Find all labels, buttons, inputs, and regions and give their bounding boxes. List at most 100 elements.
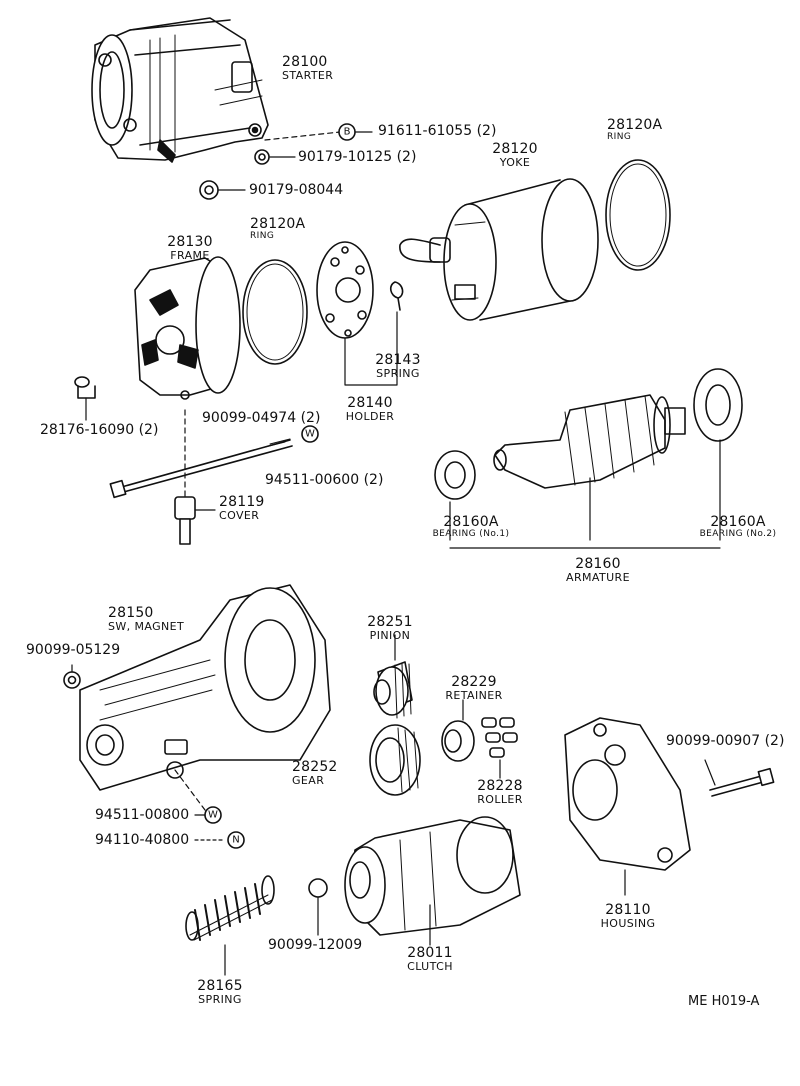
nut-90179-08044-drawing [199,180,219,200]
part-label-bearing-1: 28160A BEARING (No.1) [425,515,517,539]
part-label-pinion: 28251 PINION [360,615,420,641]
part-label-ring-frame: 28120A RING [250,217,305,241]
part-number: 28229 [451,674,497,690]
part-label-sw-magnet: 28150 SW, MAGNET [108,606,184,632]
starter-assembly-drawing [91,17,269,163]
part-name: COVER [219,508,260,522]
roller-drawing [481,717,518,758]
armature-drawing [493,394,686,489]
part-number: 28120A [607,117,663,133]
hardware-code-91611-61055: 91611-61055 (2) [378,123,497,139]
part-name: SPRING [376,366,420,380]
screw-28176-drawing [74,376,96,421]
part-number: 28150 [108,605,154,621]
part-number: 28011 [407,945,453,961]
part-number: 28160A [443,514,499,530]
cover-drawing [174,496,216,545]
hardware-code-94511-00800: 94511-00800 [95,807,190,823]
part-name: PINION [369,628,411,642]
hardware-code-90099-00907: 90099-00907 (2) [666,733,785,749]
marker-b-text: B [344,127,351,138]
frame-drawing [134,256,241,400]
bolt-90099-00907-drawing [709,774,768,797]
marker-w-icon [301,425,319,443]
part-label-bearing-2: 28160A BEARING (No.2) [692,515,784,539]
part-label-clutch: 28011 CLUTCH [400,946,460,972]
hardware-code-94511-00600: 94511-00600 (2) [265,472,384,488]
part-number: 28130 [167,234,213,250]
part-label-roller: 28228 ROLLER [470,779,530,805]
hardware-code-90099-05129: 90099-05129 [26,642,121,658]
nut-90179-10125-drawing [254,149,270,165]
marker-w-text: W [305,429,315,440]
housing-drawing [564,717,691,871]
part-name: SPRING [198,992,242,1006]
hardware-code-90179-10125: 90179-10125 (2) [298,149,417,165]
part-label-armature: 28160 ARMATURE [558,557,638,583]
part-name: STARTER [282,68,334,82]
part-number: 28110 [605,902,651,918]
sw-magnet-drawing [79,584,331,811]
clutch-drawing [344,816,521,936]
part-name: HOLDER [345,409,395,423]
part-number: 28252 [292,759,338,775]
marker-w-text: W [208,810,218,821]
marker-w-icon [204,806,222,824]
hardware-code-90099-04974: 90099-04974 (2) [202,410,321,426]
marker-n-icon [227,831,245,849]
part-number: 28251 [367,614,413,630]
bearing-1-drawing [434,450,476,500]
ball-90099-12009-drawing [308,878,328,898]
retainer-drawing [441,720,475,762]
part-number: 28140 [347,395,393,411]
part-name: ROLLER [477,792,523,806]
part-name: RETAINER [445,688,503,702]
part-name: ARMATURE [566,570,630,584]
part-number: 28120 [492,141,538,157]
part-number: 28160A [710,514,766,530]
part-number: 28228 [477,778,523,794]
part-number: 28119 [219,494,265,510]
part-label-spring: 28165 SPRING [190,979,250,1005]
marker-n-text: N [232,835,239,846]
hardware-code-90099-12009: 90099-12009 [268,937,363,953]
ring-yoke-drawing [605,159,671,271]
part-label-gear: 28252 GEAR [292,760,338,786]
plug-90099-05129-drawing [63,671,81,689]
part-label-yoke: 28120 YOKE [485,142,545,168]
part-name: SW, MAGNET [108,619,185,633]
part-name: CLUTCH [407,959,453,973]
part-name: RING [607,131,632,142]
holder-drawing [316,241,374,339]
marker-b-icon [338,123,356,141]
part-label-housing: 28110 HOUSING [598,903,658,929]
hardware-code-90179-08044: 90179-08044 [249,182,344,198]
ring-frame-drawing [242,259,308,365]
part-label-ring-yoke: 28120A RING [607,118,662,142]
spring-drawing [185,875,275,941]
part-name: GEAR [292,773,325,787]
part-label-cover: 28119 COVER [219,495,265,521]
part-label-brush-spring: 28143 SPRING [368,353,428,379]
part-label-holder: 28140 HOLDER [340,396,400,422]
part-name: HOUSING [600,916,656,930]
part-number: 28160 [575,556,621,572]
yoke-drawing [399,178,599,321]
pinion-drawing [373,661,413,719]
hardware-code-28176-16090: 28176-16090 (2) [40,422,159,438]
hardware-code-94110-40800: 94110-40800 [95,832,190,848]
gear-drawing [369,724,421,796]
part-name: BEARING (No.1) [432,528,510,539]
part-number: 28165 [197,978,243,994]
part-label-starter: 28100 STARTER [282,55,333,81]
part-name: FRAME [170,248,210,262]
through-bolt-drawing [117,439,293,494]
part-name: BEARING (No.2) [699,528,777,539]
part-label-frame: 28130 FRAME [160,235,220,261]
part-name: YOKE [499,155,531,169]
bearing-2-drawing [693,368,743,442]
part-number: 28100 [282,54,328,70]
brush-spring-drawing [389,281,404,311]
